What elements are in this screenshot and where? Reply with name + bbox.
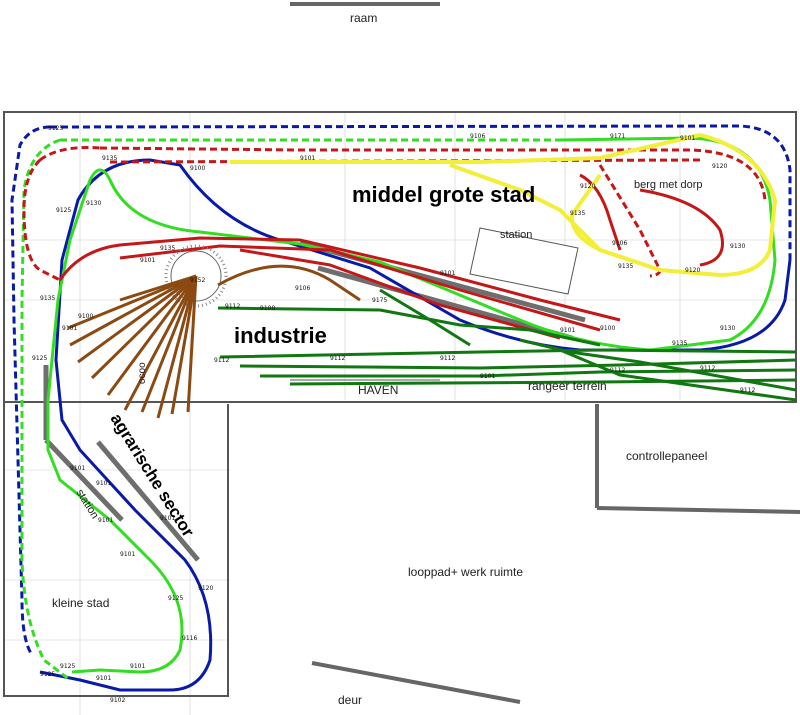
track-code: 9101 [680,135,695,142]
mountain-village-label: berg met dorp [634,179,702,191]
track-code: 9106 [295,285,310,292]
track-code: 9101 [130,663,145,670]
track-code: 9112 [225,303,240,310]
track-code: 9175 [372,297,387,304]
track-code: 9101 [96,675,111,682]
track-code: 9101 [120,551,135,558]
track-code: 9135 [618,263,633,270]
left-board [3,402,229,697]
track-code: 9125 [40,671,55,678]
board-outline [3,111,797,697]
track-code: 9120 [198,585,213,592]
track-code: 9120 [580,183,595,190]
track-darkgreen [217,288,797,402]
walkway-label: looppad+ werk ruimte [408,565,523,579]
track-code: 9125 [168,595,183,602]
industry-label: industrie [234,323,327,348]
track-green [20,136,777,682]
door-wall [311,661,521,704]
track-code: 9106 [470,133,485,140]
track-code: 9101 [300,155,315,162]
door-label: deur [338,693,362,707]
track-code: 9135 [570,210,585,217]
track-code: 9125 [56,207,71,214]
station-label: station [500,229,532,241]
track-code: 9112 [214,357,229,364]
control-panel-label: controllepaneel [626,449,707,463]
track-code: 9135 [102,155,117,162]
track-code: 9101 [98,517,113,524]
track-red [22,146,767,340]
track-code: 9130 [730,243,745,250]
track-code: 9101 [140,257,155,264]
track-code: 9101 [160,515,175,522]
track-code: 9125 [32,355,47,362]
track-code: 9101 [480,373,495,380]
panel-wall-horizontal [596,506,800,514]
track-code: 9152 [190,277,205,284]
track-code: 9135 [160,245,175,252]
track-code: 9100 [600,325,615,332]
track-code: 9120 [685,267,700,274]
track-code: 9171 [610,133,625,140]
track-code: 9101 [440,270,455,277]
track-code: 9125 [60,663,75,670]
track-code: 9112 [440,355,455,362]
station-building [469,227,579,295]
city-label: middel grote stad [352,182,535,207]
track-code: 9112 [740,387,755,394]
track-code: 9125 [48,125,63,132]
track-blue [10,124,792,692]
track-code: 9101 [96,480,111,487]
track-code-annotations: 9125 9135 9135 9101 9130 9125 9100 9101 … [32,125,755,704]
track-code: 9102 [110,697,125,704]
track-code: 9100 [78,313,93,320]
track-code: 9106 [612,240,627,247]
ocoo-label: ocoo [137,362,148,384]
yard-label: rangeer terrein [528,379,607,393]
track-code: 9135 [40,295,55,302]
track-code: 9120 [712,163,727,170]
track-code: 9112 [700,365,715,372]
track-code: 9100 [190,165,205,172]
track-brown [67,264,361,419]
track-code: 9112 [610,367,625,374]
track-code: 9101 [560,327,575,334]
track-code: 9112 [330,355,345,362]
track-code: 9100 [260,305,275,312]
window-label: raam [350,11,377,25]
track-code: 9130 [720,325,735,332]
track-yellow [230,133,778,278]
room-walls [290,2,800,704]
track-code: 9130 [86,200,101,207]
main-board [3,111,797,403]
harbour-label: HAVEN [358,383,398,397]
track-code: 9101 [70,465,85,472]
track-code: 9116 [182,635,197,642]
track-code: 9135 [672,340,687,347]
small-town-label: kleine stad [52,596,109,610]
platforms [43,240,586,562]
track-code: 9101 [62,325,77,332]
